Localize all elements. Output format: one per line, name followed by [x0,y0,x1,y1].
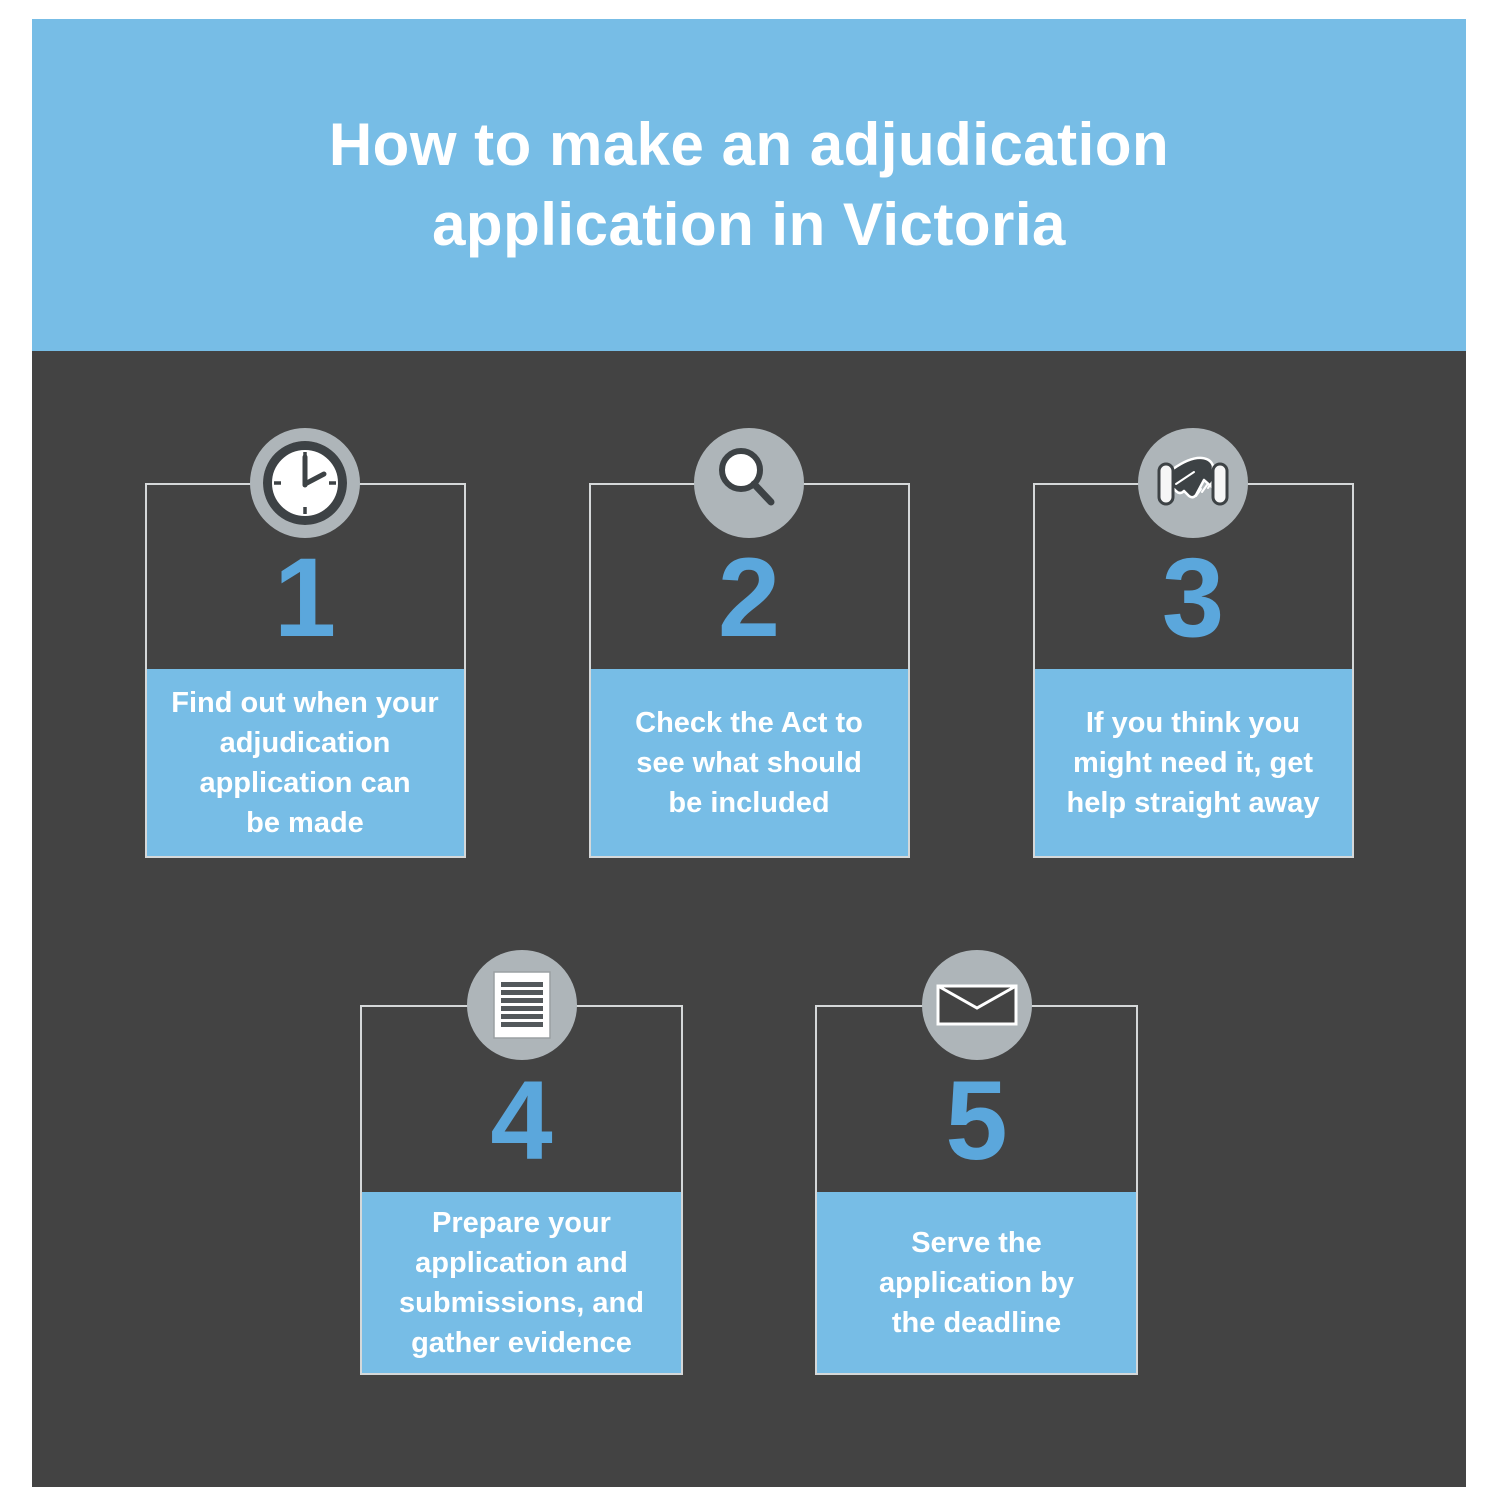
step-card-3: 3 If you think you might need it, get he… [1032,428,1354,858]
steps-row-2: 4 Prepare your application and submissio… [32,858,1466,1375]
magnifier-icon [694,428,804,538]
step-description-text: Find out when your adjudication applicat… [171,686,439,839]
step-number-area: 5 [817,1007,1136,1192]
document-icon [466,950,577,1060]
step-number-area: 1 [147,485,464,669]
step-description: Serve the application by the deadline [817,1192,1136,1373]
step-description: Find out when your adjudication applicat… [146,669,464,856]
step-description: If you think you might need it, get help… [1034,669,1352,856]
envelope-icon [921,950,1032,1060]
step-number-area: 4 [362,1007,681,1192]
step-number: 5 [945,1057,1008,1183]
step-card-1: 1 Find out when your adjudication applic… [144,428,466,858]
step-number: 1 [273,535,337,660]
step-description-text: If you think you might need it, get help… [1066,706,1320,819]
step-number: 4 [490,1057,553,1183]
steps-row-1: 1 Find out when your adjudication applic… [32,351,1466,858]
step-card-4: 4 Prepare your application and submissio… [360,950,683,1375]
clock-icon [250,428,360,538]
infographic-page: How to make an adjudication application … [32,19,1466,1487]
step-description-text: Check the Act to see what should be incl… [635,706,863,819]
step-number-area: 2 [591,485,908,669]
step-number-area: 3 [1035,485,1352,669]
handshake-icon [1138,428,1248,538]
step-number: 3 [1161,535,1225,660]
page-title: How to make an adjudication application … [328,111,1170,258]
step-description: Prepare your application and submissions… [362,1192,681,1373]
step-description-text: Serve the application by the deadline [879,1226,1074,1339]
header-banner: How to make an adjudication application … [32,19,1466,351]
step-description: Check the Act to see what should be incl… [590,669,908,856]
step-number: 2 [717,535,781,660]
step-description-text: Prepare your application and submissions… [399,1206,644,1359]
step-card-5: 5 Serve the application by the deadline [815,950,1138,1375]
steps-board: 1 Find out when your adjudication applic… [32,351,1466,1487]
step-card-2: 2 Check the Act to see what should be in… [588,428,910,858]
